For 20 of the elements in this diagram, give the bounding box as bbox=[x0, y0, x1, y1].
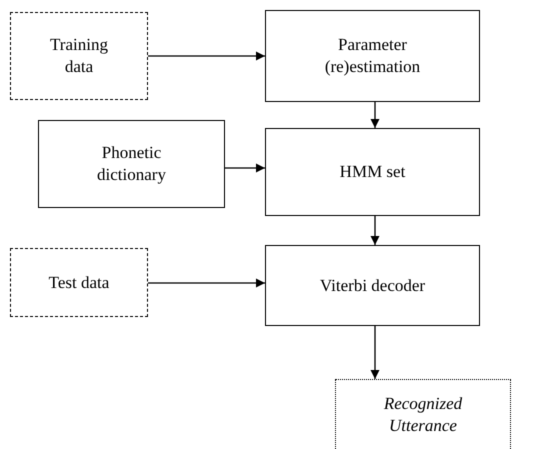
node-label: Recognized Utterance bbox=[382, 393, 464, 437]
node-label: Phonetic dictionary bbox=[96, 142, 167, 186]
node-label: Viterbi decoder bbox=[320, 274, 426, 296]
node-label: Parameter (re)estimation bbox=[324, 34, 422, 78]
arrow bbox=[148, 278, 265, 288]
source-box bbox=[10, 248, 148, 317]
arrow bbox=[370, 102, 380, 128]
process-box bbox=[265, 245, 480, 326]
process-box bbox=[265, 128, 480, 216]
node-label: Test data bbox=[48, 272, 110, 294]
process-box bbox=[38, 120, 225, 208]
process-box bbox=[265, 10, 480, 102]
source-box bbox=[10, 12, 148, 100]
output-box bbox=[335, 379, 511, 449]
arrow bbox=[148, 52, 265, 60]
arrow bbox=[370, 216, 380, 245]
node-label: HMM set bbox=[340, 161, 406, 183]
arrow bbox=[225, 164, 265, 172]
node-label: Training data bbox=[49, 34, 109, 78]
arrow bbox=[370, 326, 380, 379]
